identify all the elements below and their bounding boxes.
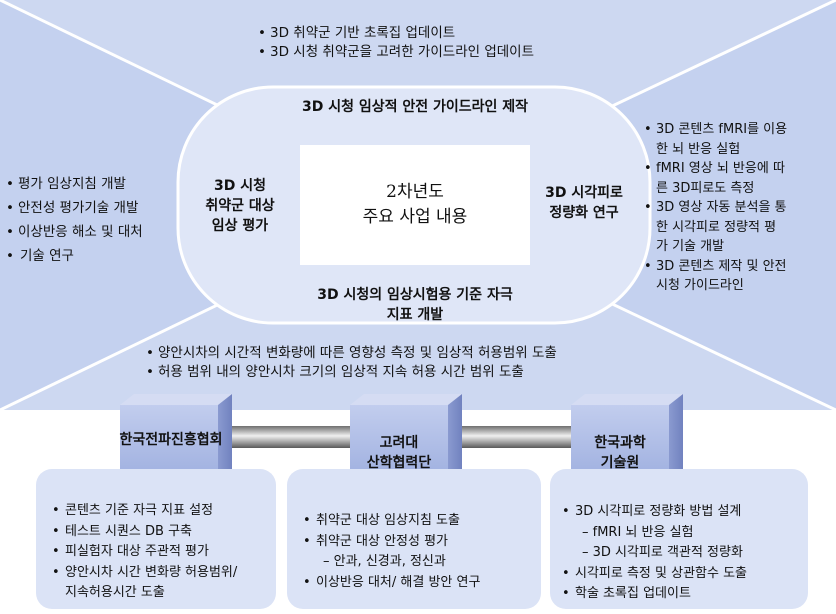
left-bullet: 안전성 평가기술 개발 — [6, 196, 143, 220]
right-bullet: •3D 콘텐츠 fMRI를 이용 — [644, 122, 788, 137]
cube-left — [120, 394, 232, 481]
right-trapezoid — [530, 0, 836, 410]
right-bullet: •fMRI 영상 뇌 반응에 따 — [644, 161, 785, 176]
right-bullet-continuation: 시청 가이드라인 — [656, 278, 744, 293]
left-bullet: 이상반응 해소 및 대처 — [6, 220, 143, 244]
panel-item: 피실험자 대상 주관적 평가 — [52, 542, 237, 563]
right-bullet-list: •3D 콘텐츠 fMRI를 이용 한 뇌 반응 실험 •fMRI 영상 뇌 반응… — [644, 120, 787, 296]
top-bullet: 3D 시청 취약군을 고려한 가이드라인 업데이트 — [258, 43, 534, 62]
left-bullet-continuation: 기술 연구 — [6, 244, 143, 268]
bottom-bullet-list: 양안시차의 시간적 변화량에 따른 영향성 측정 및 임상적 허용범위 도출 허… — [146, 344, 557, 382]
center-title: 2차년도 주요 사업 내용 — [362, 182, 468, 227]
panel-item: 3D 시각피로 정량화 방법 설계 — [562, 502, 747, 523]
top-bullet-list: 3D 취약군 기반 초록집 업데이트 3D 시청 취약군을 고려한 가이드라인 … — [258, 24, 534, 62]
cube-right — [571, 394, 683, 481]
org-label-middle: 고려대 산학협력단 — [366, 435, 432, 471]
left-bullet-list: 평가 임상지침 개발 안전성 평가기술 개발 이상반응 해소 및 대처 기술 연… — [6, 172, 143, 268]
cube-middle — [350, 394, 462, 481]
panel-right-list: 3D 시각피로 정량화 방법 설계 – fMRI 뇌 반응 실험 – 3D 시각… — [562, 502, 747, 605]
top-bullet: 3D 취약군 기반 초록집 업데이트 — [258, 24, 534, 43]
panel-item: 시각피로 측정 및 상관함수 도출 — [562, 564, 747, 585]
oval-right-label: 3D 시각피로 정량화 연구 — [545, 185, 623, 221]
panel-left-list: 콘텐츠 기준 자극 지표 설정 테스트 시퀀스 DB 구축 피실험자 대상 주관… — [52, 501, 237, 604]
panel-item: 테스트 시퀀스 DB 구축 — [52, 522, 237, 543]
oval-bottom-label: 3D 시청의 임상시험용 기준 자극 지표 개발 — [317, 287, 513, 323]
panel-item-continuation: 지속허용시간 도출 — [65, 585, 165, 600]
org-label-right: 한국과학 기술원 — [594, 435, 646, 471]
oval-top-label: 3D 시청 임상적 안전 가이드라인 제작 — [301, 99, 529, 115]
org-label-left: 한국전파진흥협회 — [119, 432, 223, 448]
right-bullet-continuation: 한 뇌 반응 실험 — [656, 141, 741, 157]
panel-item: 양안시차 시간 변화량 허용범위/ — [52, 563, 237, 584]
right-bullet: •3D 콘텐츠 제작 및 안전 — [644, 258, 787, 274]
connector-pipe-right — [440, 426, 610, 448]
panel-item: 취약군 대상 안정성 평가 — [303, 532, 480, 553]
panel-subitem: – 3D 시각피로 객관적 정량화 — [582, 545, 743, 560]
bottom-bullet: 허용 범위 내의 양안시차 크기의 임상적 지속 허용 시간 범위 도출 — [146, 363, 557, 382]
panel-item: 콘텐츠 기준 자극 지표 설정 — [52, 501, 237, 522]
panel-middle: 취약군 대상 임상지침 도출 취약군 대상 안정성 평가 – 안과, 신경과, … — [287, 469, 541, 609]
top-trapezoid — [0, 0, 836, 145]
panel-left: 콘텐츠 기준 자극 지표 설정 테스트 시퀀스 DB 구축 피실험자 대상 주관… — [36, 469, 276, 609]
connector-pipe-left — [195, 426, 375, 448]
right-bullet-continuation: 른 3D피로도 측정 — [656, 180, 755, 196]
oval-left-label: 3D 시청 취약군 대상 임상 평가 — [205, 178, 275, 234]
bottom-bullet: 양안시차의 시간적 변화량에 따른 영향성 측정 및 임상적 허용범위 도출 — [146, 344, 557, 363]
panel-item: 취약군 대상 임상지침 도출 — [303, 511, 480, 532]
right-bullet-continuation: 가 기술 개발 — [656, 239, 725, 254]
right-bullet: •3D 영상 자동 분석을 통 — [644, 200, 787, 215]
panel-item: 학술 초록집 업데이트 — [562, 584, 747, 605]
panel-subitem: – 안과, 신경과, 정신과 — [323, 554, 446, 569]
panel-subitem: – fMRI 뇌 반응 실험 — [582, 524, 694, 540]
panel-middle-list: 취약군 대상 임상지침 도출 취약군 대상 안정성 평가 – 안과, 신경과, … — [303, 511, 480, 593]
center-box — [300, 145, 530, 265]
left-bullet: 평가 임상지침 개발 — [6, 172, 143, 196]
left-trapezoid — [0, 0, 300, 410]
right-bullet-continuation: 한 시각피로 정량적 평 — [656, 219, 777, 235]
panel-right: 3D 시각피로 정량화 방법 설계 – fMRI 뇌 반응 실험 – 3D 시각… — [550, 469, 808, 609]
panel-item: 이상반응 대처/ 해결 방안 연구 — [303, 573, 480, 594]
